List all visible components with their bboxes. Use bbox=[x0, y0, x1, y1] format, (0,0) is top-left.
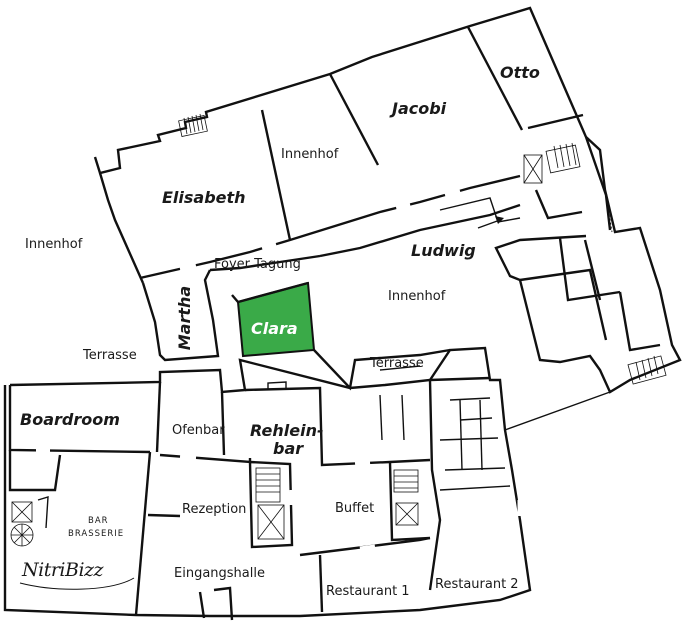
east-block-inner-2 bbox=[558, 237, 621, 302]
north-wing-outline bbox=[93, 6, 612, 231]
room-rehleinbar-line1[interactable]: Rehlein- bbox=[250, 421, 324, 440]
entry-arrow-icon bbox=[477, 216, 504, 229]
otto-bottom-wall bbox=[527, 113, 584, 130]
bar-walls bbox=[8, 450, 62, 492]
stair-east bbox=[627, 355, 667, 385]
ludwig-wall bbox=[319, 203, 521, 258]
eingang-door bbox=[198, 591, 206, 619]
room-jacobi[interactable]: Jacobi bbox=[392, 99, 447, 118]
terrace-edge bbox=[504, 391, 611, 431]
martha-walls bbox=[141, 269, 220, 362]
area-bar-line1: BAR bbox=[88, 516, 109, 526]
stair-reception bbox=[255, 467, 285, 540]
elisabeth-wall bbox=[260, 109, 292, 241]
east-block-inner-1 bbox=[519, 268, 608, 341]
jacobi-otto-wall bbox=[466, 26, 524, 131]
area-ofenbar: Ofenbar bbox=[172, 423, 225, 438]
buffet-core bbox=[388, 461, 431, 542]
room-boardroom[interactable]: Boardroom bbox=[20, 410, 120, 429]
rezeption-wall bbox=[147, 513, 181, 518]
innenhof-wall-1 bbox=[328, 73, 380, 166]
east-rooms-grid bbox=[428, 379, 442, 591]
east-block-outline bbox=[494, 136, 682, 394]
area-innenhof-right: Innenhof bbox=[388, 289, 446, 304]
restaurant-wall bbox=[299, 536, 431, 557]
room-clara[interactable]: Clara bbox=[251, 319, 298, 338]
east-block-inner-5 bbox=[534, 189, 583, 220]
clara-ext bbox=[313, 348, 451, 391]
room-elisabeth[interactable]: Elisabeth bbox=[162, 188, 246, 207]
area-buffet: Buffet bbox=[335, 501, 375, 516]
ludwig-inner bbox=[439, 197, 521, 223]
corridor-wall-upper bbox=[139, 174, 521, 280]
stair-buffet bbox=[393, 469, 419, 526]
boardroom-side bbox=[155, 381, 162, 453]
rehlein-nub bbox=[267, 381, 287, 390]
room-ludwig[interactable]: Ludwig bbox=[411, 241, 476, 260]
stair-otto bbox=[523, 142, 581, 184]
lift-bar bbox=[11, 501, 33, 523]
reception-core bbox=[248, 460, 294, 549]
area-innenhof-top: Innenhof bbox=[281, 147, 339, 162]
area-rezeption: Rezeption bbox=[182, 502, 247, 517]
area-terrasse-mid: Terrasse bbox=[370, 356, 424, 371]
rehlein-walls bbox=[244, 386, 431, 467]
room-otto[interactable]: Otto bbox=[500, 63, 540, 82]
room-rehleinbar-line2[interactable]: bar bbox=[273, 439, 304, 458]
restaurant-divider bbox=[318, 554, 324, 613]
east-block-inner-3 bbox=[583, 239, 602, 301]
logo-flourish bbox=[19, 577, 135, 590]
area-innenhof-left: Innenhof bbox=[25, 237, 83, 252]
ofenbar-wall bbox=[159, 453, 252, 464]
area-restaurant-2: Restaurant 2 bbox=[435, 577, 519, 592]
ofenbar-west bbox=[220, 391, 226, 456]
north-wing-west-wall bbox=[98, 172, 145, 284]
nitribizz-logo: NitriBizz bbox=[22, 559, 104, 581]
area-bar-line2: BRASSERIE bbox=[68, 529, 125, 539]
area-eingangshalle: Eingangshalle bbox=[174, 566, 265, 581]
foyer-walls bbox=[231, 281, 309, 304]
corridor-wall-lower bbox=[209, 254, 321, 272]
area-foyer-tagung: Foyer Tagung bbox=[214, 257, 301, 272]
area-terrasse-left: Terrasse bbox=[83, 348, 137, 363]
area-restaurant-1: Restaurant 1 bbox=[326, 584, 410, 599]
bar-east-wall bbox=[134, 451, 152, 616]
room-martha[interactable]: Martha bbox=[175, 285, 194, 351]
east-block-inner-4 bbox=[618, 291, 661, 352]
stair-top bbox=[178, 113, 208, 138]
terrasse-rail bbox=[379, 365, 421, 371]
